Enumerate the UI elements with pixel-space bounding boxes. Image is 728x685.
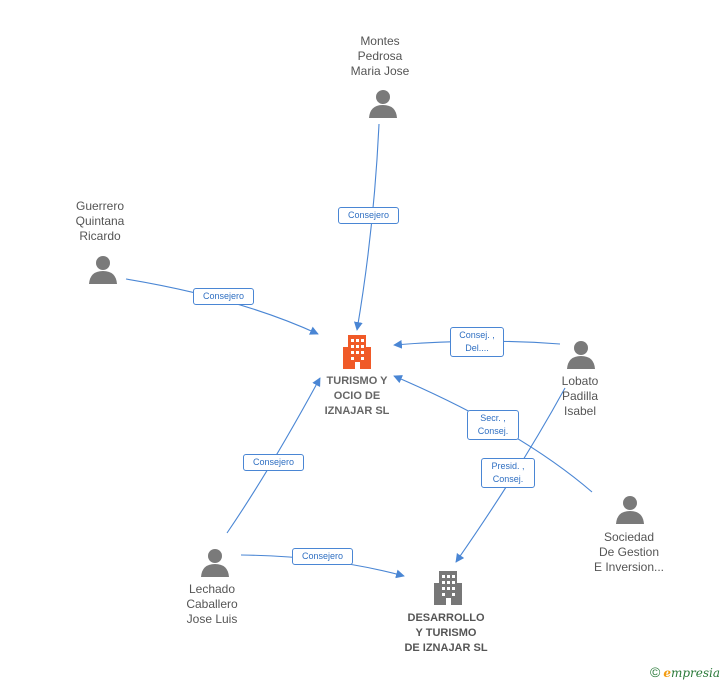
copyright-icon: ©	[650, 664, 661, 680]
edge-label-montes-main[interactable]: Consejero	[338, 207, 399, 224]
building-icon[interactable]	[432, 569, 464, 607]
node-label-main-company[interactable]: TURISMO Y OCIO DE IZNAJAR SL	[324, 375, 390, 417]
edge-label-lobato-main[interactable]: Consej. , Del....	[450, 327, 504, 357]
node-label-sociedad[interactable]: Sociedad De Gestion E Inversion...	[593, 530, 665, 574]
edge-label-guerrero-main[interactable]: Consejero	[193, 288, 254, 305]
person-icon[interactable]	[88, 254, 118, 284]
edge-label-lechado-main[interactable]: Consejero	[243, 454, 304, 471]
edge-label-sociedad-main[interactable]: Secr. , Consej.	[467, 410, 519, 440]
building-icon[interactable]	[341, 333, 373, 371]
node-label-lechado[interactable]: Lechado Caballero Jose Luis	[186, 582, 238, 626]
person-icon[interactable]	[368, 88, 398, 118]
node-label-lobato[interactable]: Lobato Padilla Isabel	[561, 374, 599, 418]
node-label-company2[interactable]: DESARROLLO Y TURISMO DE IZNAJAR SL	[404, 612, 488, 654]
node-label-guerrero[interactable]: Guerrero Quintana Ricardo	[75, 199, 125, 243]
person-icon[interactable]	[615, 494, 645, 524]
brand-e: e	[663, 666, 671, 680]
edge-label-lobato-company2[interactable]: Presid. , Consej.	[481, 458, 535, 488]
brand-logo: ©empresia	[650, 664, 720, 680]
person-icon[interactable]	[566, 339, 596, 369]
person-icon[interactable]	[200, 547, 230, 577]
edge-montes-main	[353, 123, 380, 331]
brand-name: mpresia	[670, 666, 721, 680]
node-label-montes[interactable]: Montes Pedrosa Maria Jose	[350, 34, 410, 78]
edge-label-lechado-company2[interactable]: Consejero	[292, 548, 353, 565]
